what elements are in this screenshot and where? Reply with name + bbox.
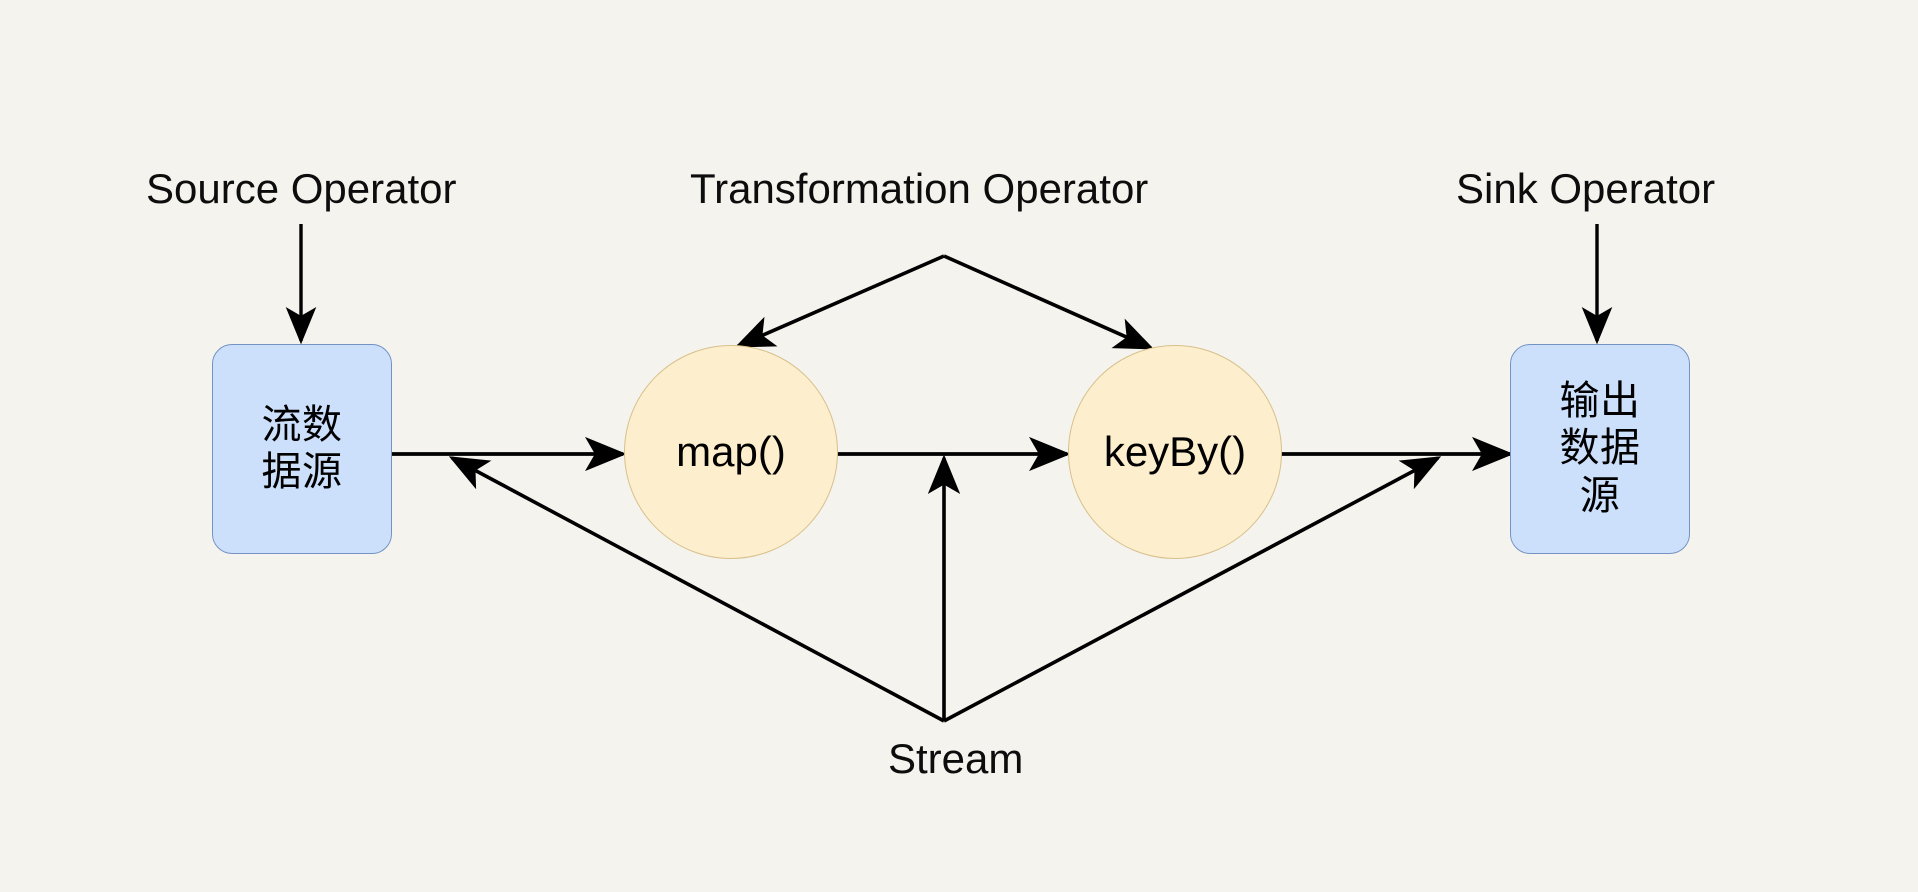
node-source-box[interactable]: 流数 据源 bbox=[212, 344, 392, 554]
node-source-box-line-1: 流数 bbox=[261, 402, 343, 447]
edge-transform-label-to-map bbox=[734, 254, 945, 348]
stream-label: Stream bbox=[888, 735, 1024, 782]
edge-stream-to-source-edge bbox=[448, 456, 945, 723]
node-sink-box[interactable]: 输出 数据 源 bbox=[1510, 344, 1690, 554]
node-source-box-line-2: 据源 bbox=[261, 450, 343, 494]
transformation-operator-label: Transformation Operator bbox=[690, 165, 1149, 212]
sink-operator-label: Sink Operator bbox=[1456, 165, 1716, 212]
node-keyby-label: keyBy() bbox=[1103, 428, 1247, 475]
node-sink-box-line-2: 数据 bbox=[1559, 426, 1641, 471]
edge-transform-label-to-keyby bbox=[943, 254, 1155, 350]
node-sink-box-line-1: 输出 bbox=[1559, 379, 1641, 424]
node-map-label: map() bbox=[676, 428, 786, 475]
node-map-circle[interactable]: map() bbox=[624, 345, 838, 559]
node-sink-box-line-3: 源 bbox=[1579, 473, 1621, 518]
source-operator-label: Source Operator bbox=[146, 165, 457, 212]
edge-stream-to-sink-edge bbox=[943, 456, 1442, 723]
node-keyby-circle[interactable]: keyBy() bbox=[1068, 345, 1282, 559]
